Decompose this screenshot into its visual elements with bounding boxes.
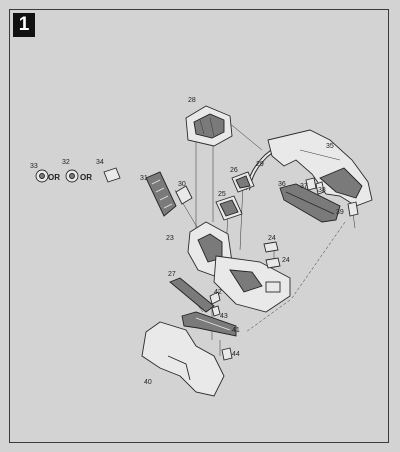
label-30: 30 (178, 181, 186, 188)
part-41-rail (181, 311, 237, 337)
label-24-upper: 24 (268, 235, 276, 242)
part-44-clip (221, 347, 233, 361)
label-24-lower: 24 (282, 257, 290, 264)
part-26-housing (231, 171, 255, 193)
part-34-option (103, 167, 121, 183)
label-28: 28 (188, 97, 196, 104)
part-31-filter (145, 171, 177, 217)
or-label-2: OR (80, 173, 92, 182)
label-34: 34 (96, 159, 104, 166)
part-32-option (65, 169, 79, 183)
label-38: 38 (318, 187, 326, 194)
label-31: 31 (140, 175, 148, 182)
label-29: 29 (256, 161, 264, 168)
part-42-lever (209, 291, 221, 305)
assembly-guide-lines (174, 121, 356, 356)
part-33-option (35, 169, 49, 183)
or-label-1: OR (48, 173, 60, 182)
label-41: 41 (232, 327, 240, 334)
part-40-floor (141, 321, 225, 397)
label-43: 43 (220, 313, 228, 320)
part-35-body-panel (267, 129, 373, 207)
part-43-lever (211, 305, 221, 317)
part-25-housing (215, 195, 243, 221)
label-39: 39 (336, 209, 344, 216)
part-36-side-rail (279, 183, 341, 223)
part-24-clip-lower (265, 257, 281, 269)
step-frame (9, 9, 389, 443)
part-39-bracket (347, 201, 359, 217)
part-37-clip (305, 177, 317, 191)
center-console (213, 255, 291, 313)
part-38-clip (315, 181, 325, 195)
label-26: 26 (230, 167, 238, 174)
label-36: 36 (278, 181, 286, 188)
part-27-pedal (169, 277, 215, 313)
step-number-badge: 1 (13, 13, 35, 37)
part-labels: 28 29 35 26 30 31 25 36 37 38 39 33 32 3… (30, 97, 344, 386)
label-35: 35 (326, 143, 334, 150)
label-23: 23 (166, 235, 174, 242)
part-24-clip-upper (263, 241, 279, 253)
label-42: 42 (214, 289, 222, 296)
part-28-bulkhead (185, 105, 233, 147)
label-44: 44 (232, 351, 240, 358)
part-30-block (175, 185, 193, 205)
label-32: 32 (62, 159, 70, 166)
label-37: 37 (300, 183, 308, 190)
label-25: 25 (218, 191, 226, 198)
label-27: 27 (168, 271, 176, 278)
label-40: 40 (144, 379, 152, 386)
label-33: 33 (30, 163, 38, 170)
